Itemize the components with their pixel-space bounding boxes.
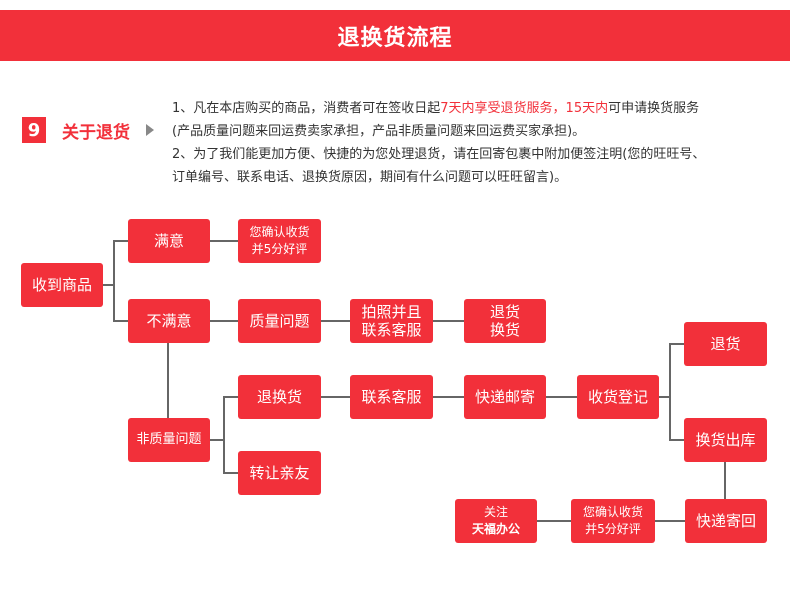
- connector: [113, 240, 115, 322]
- node-receipt-register: 收货登记: [577, 375, 659, 419]
- node-label: 您确认收货: [249, 225, 310, 239]
- node-satisfied: 满意: [128, 219, 210, 263]
- node-follow-shop: 关注 天福办公: [455, 499, 537, 543]
- node-label: 拍照并且: [361, 303, 422, 321]
- node-label: 关注: [483, 505, 508, 519]
- connector: [655, 520, 685, 522]
- return-policy-notes: 1、凡在本店购买的商品，消费者可在签收日起7天内享受退货服务，15天内可申请换货…: [172, 97, 782, 189]
- node-label: 转让亲友: [249, 464, 310, 482]
- node-label: 不满意: [146, 312, 192, 330]
- connector: [103, 284, 114, 286]
- node-label: 快递寄回: [695, 512, 756, 530]
- node-confirm-receipt-bottom: 您确认收货 并5分好评: [571, 499, 655, 543]
- page-title: 退换货流程: [337, 25, 453, 51]
- note-line-1: 1、凡在本店购买的商品，消费者可在签收日起7天内享受退货服务，15天内可申请换货…: [172, 97, 782, 120]
- connector: [669, 343, 684, 345]
- node-label: 联系客服: [361, 388, 422, 406]
- node-label: 换货出库: [695, 431, 756, 449]
- node-transfer-friends: 转让亲友: [238, 451, 321, 495]
- node-label: 退换货: [256, 388, 302, 406]
- connector: [210, 240, 238, 242]
- connector: [546, 396, 577, 398]
- node-contact-service: 联系客服: [350, 375, 433, 419]
- triangle-right-icon: [146, 124, 154, 136]
- node-label: 收到商品: [31, 276, 92, 294]
- section-number-badge: 9: [22, 117, 46, 143]
- node-receive-goods: 收到商品: [21, 263, 103, 307]
- node-return-exchange-quality: 退货 换货: [464, 299, 546, 343]
- connector: [669, 343, 671, 440]
- connector: [223, 396, 239, 398]
- connector: [669, 439, 684, 441]
- node-refund: 退货: [684, 322, 767, 366]
- note-line-3: 2、为了我们能更加方便、快捷的为您处理退货，请在回寄包裹中附加便签注明(您的旺旺…: [172, 147, 706, 162]
- node-label: 并5分好评: [251, 242, 308, 256]
- connector: [223, 396, 225, 474]
- connector: [210, 320, 238, 322]
- node-label: 退货: [489, 303, 520, 321]
- connector: [321, 396, 350, 398]
- connector: [167, 342, 169, 418]
- connector: [433, 396, 464, 398]
- note-text: 可申请换货服务: [608, 101, 700, 116]
- node-label: 收货登记: [587, 388, 648, 406]
- node-label: 退货: [710, 335, 741, 353]
- node-quality-issue: 质量问题: [238, 299, 321, 343]
- connector: [724, 462, 726, 499]
- node-unsatisfied: 不满意: [128, 299, 210, 343]
- node-label: 满意: [153, 232, 184, 250]
- connector: [659, 396, 670, 398]
- node-label: 天福办公: [471, 522, 520, 536]
- node-label: 非质量问题: [136, 432, 202, 447]
- node-label: 并5分好评: [585, 522, 641, 536]
- node-return-exchange: 退换货: [238, 375, 321, 419]
- node-non-quality-issue: 非质量问题: [128, 418, 210, 462]
- connector: [223, 472, 239, 474]
- connector: [321, 320, 350, 322]
- node-label: 换货: [489, 321, 520, 339]
- note-highlight: 7天内享受退货服务，15天内: [440, 101, 609, 116]
- connector: [210, 439, 224, 441]
- node-confirm-receipt-top: 您确认收货 并5分好评: [238, 219, 321, 263]
- node-label: 您确认收货: [582, 505, 643, 519]
- note-line-4: 订单编号、联系电话、退换货原因，期间有什么问题可以旺旺留言)。: [172, 170, 568, 185]
- connector: [113, 240, 129, 242]
- node-label: 联系客服: [361, 321, 422, 339]
- node-photo-contact: 拍照并且 联系客服: [350, 299, 433, 343]
- node-express-return: 快递寄回: [685, 499, 767, 543]
- connector: [537, 520, 571, 522]
- node-label: 质量问题: [249, 312, 310, 330]
- note-line-2: (产品质量问题来回运费卖家承担，产品非质量问题来回运费买家承担)。: [172, 124, 586, 139]
- connector: [113, 320, 129, 322]
- header-banner: 退换货流程: [0, 10, 790, 61]
- connector: [433, 320, 464, 322]
- node-exchange-outbound: 换货出库: [684, 418, 767, 462]
- node-label: 快递邮寄: [474, 388, 535, 406]
- section-title: 关于退货: [62, 122, 130, 143]
- note-text: 1、凡在本店购买的商品，消费者可在签收日起: [172, 101, 441, 116]
- node-express-mail: 快递邮寄: [464, 375, 546, 419]
